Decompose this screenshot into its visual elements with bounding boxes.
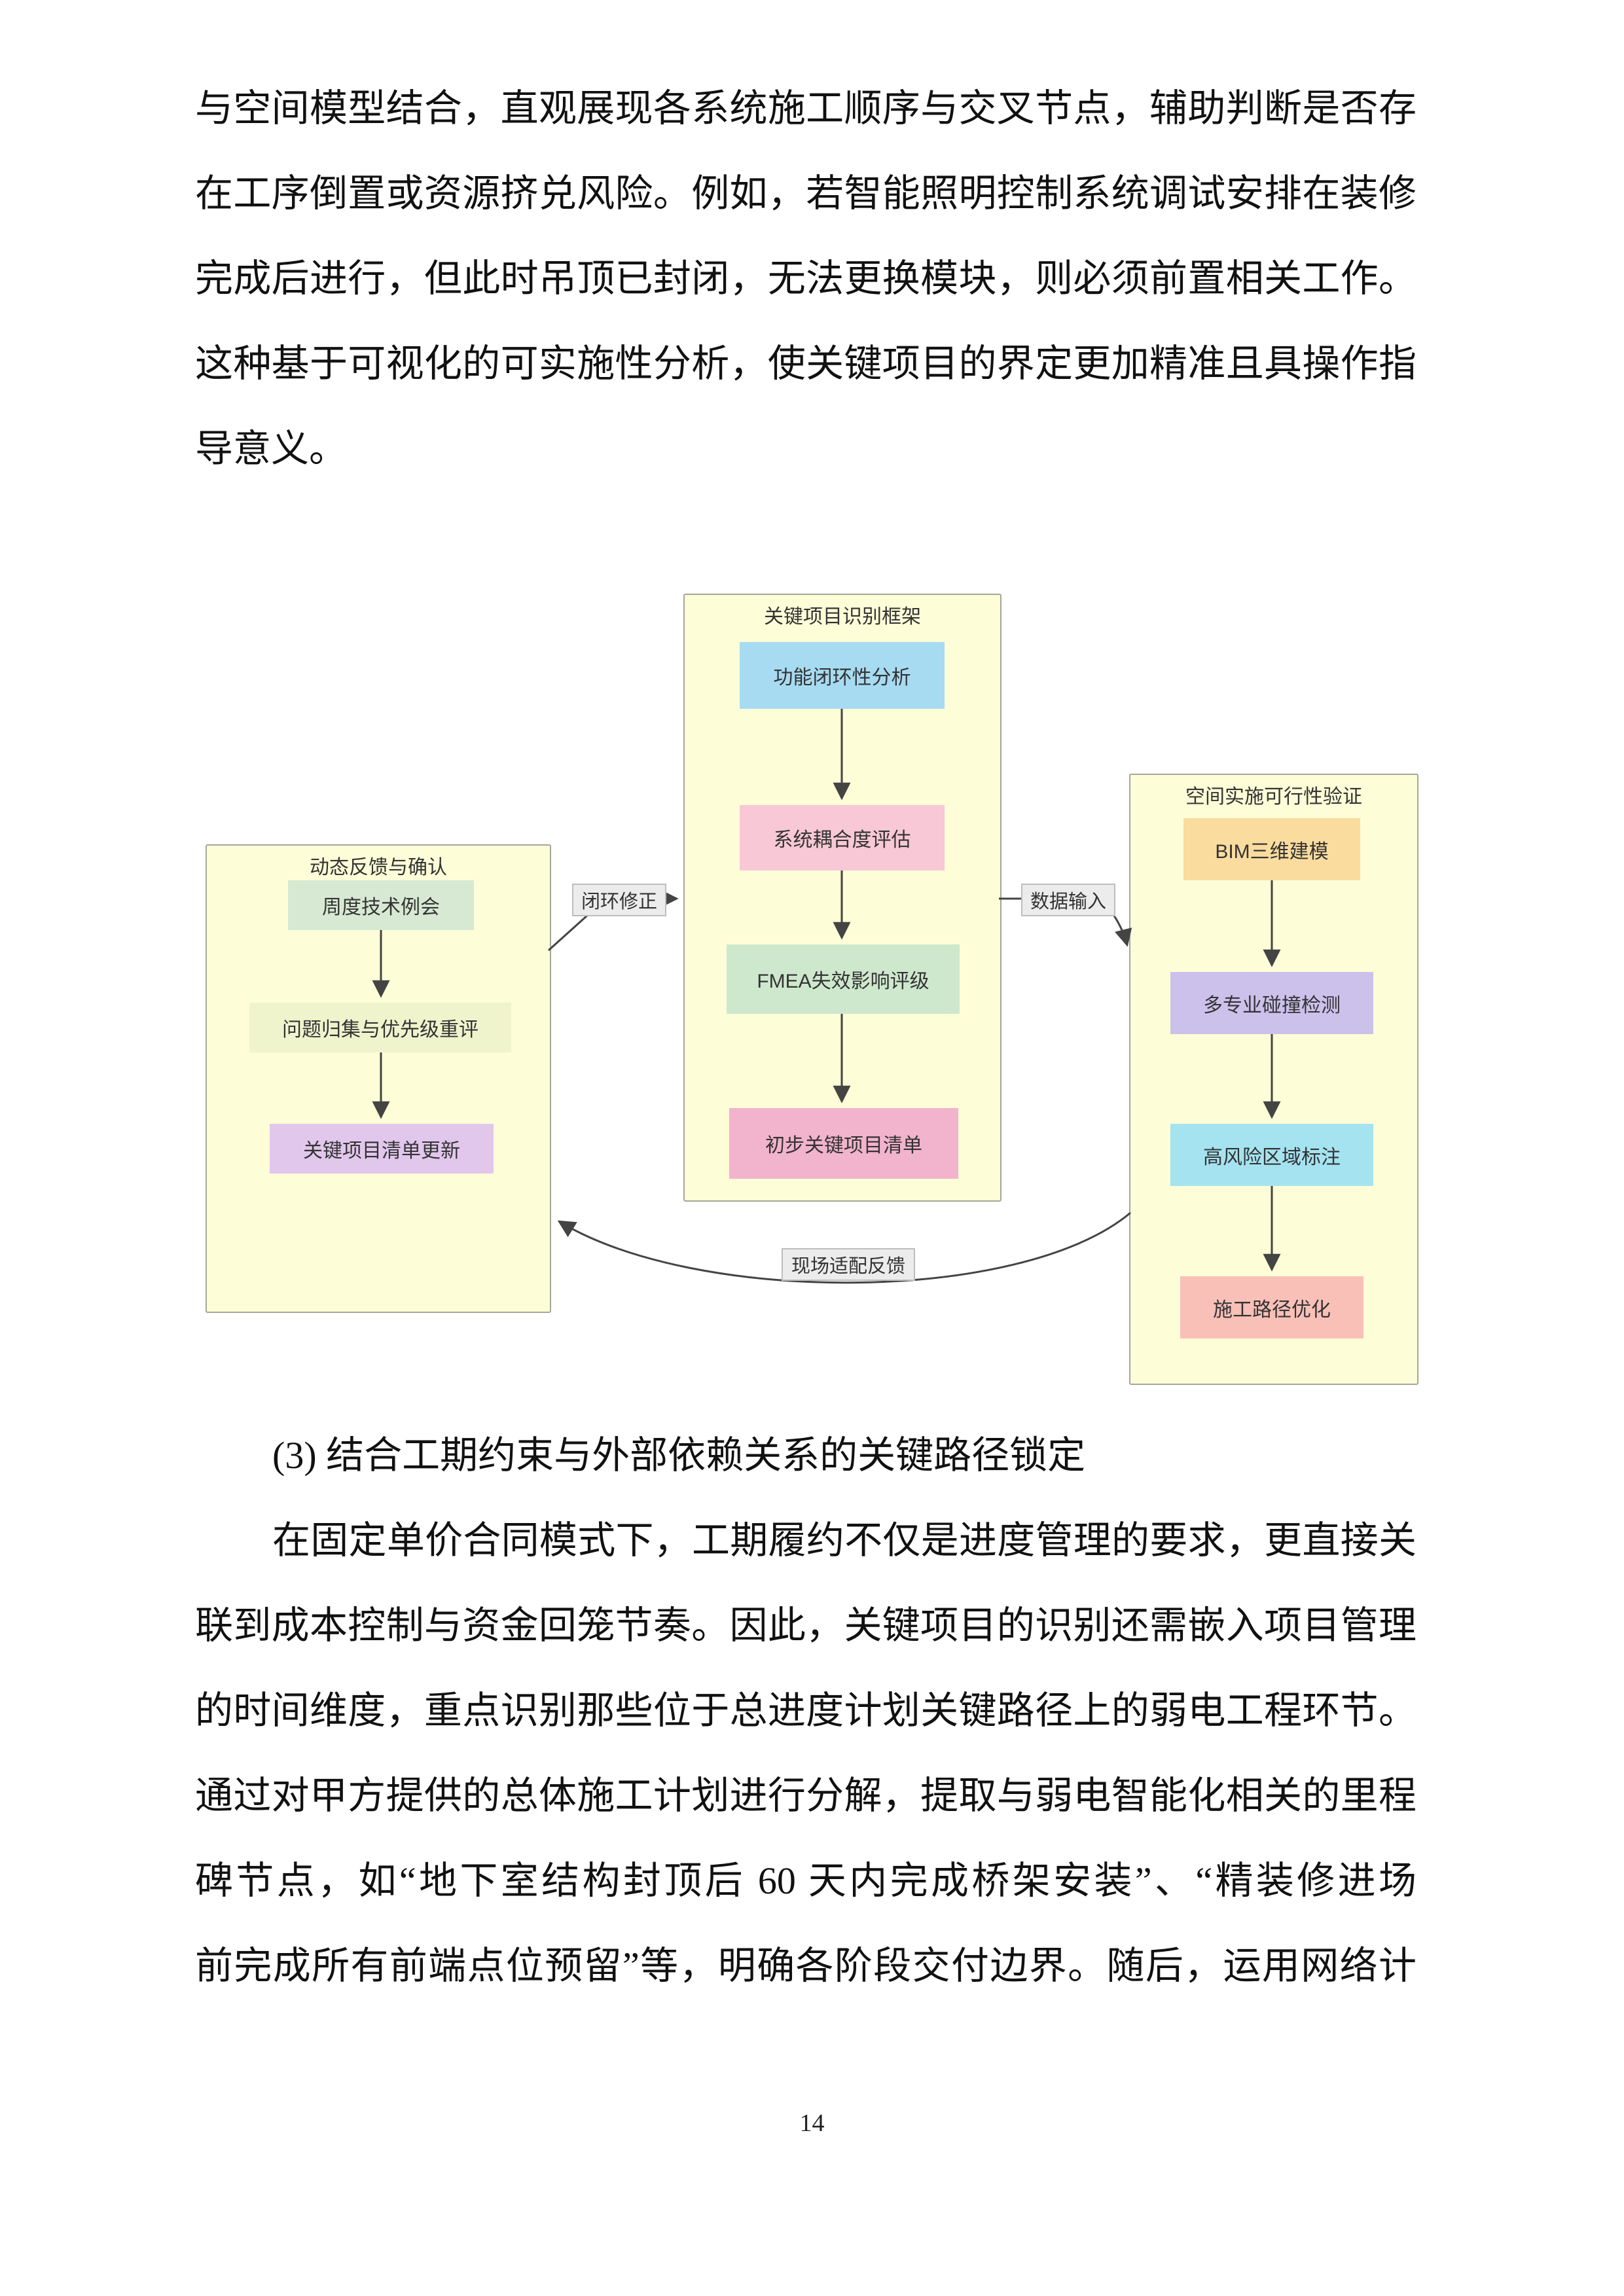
body-line: 完成后进行，但此时吊顶已封闭，无法更换模块，则必须前置相关工作。 bbox=[195, 257, 1416, 300]
group-title: 空间实施可行性验证 bbox=[1185, 786, 1362, 808]
body-line: 在固定单价合同模式下，工期履约不仅是进度管理的要求，更直接关 bbox=[272, 1519, 1416, 1562]
node-functional-loop-analysis: 功能闭环性分析 bbox=[740, 642, 945, 709]
body-line: 与空间模型结合，直观展现各系统施工顺序与交叉节点，辅助判断是否存 bbox=[195, 87, 1416, 130]
edge-label-closed-loop-correction: 闭环修正 bbox=[572, 884, 666, 916]
body-line: 碑节点，如“地下室结构封顶后 60 天内完成桥架安装”、“精装修进场 bbox=[195, 1859, 1416, 1902]
node-system-coupling-evaluation: 系统耦合度评估 bbox=[740, 805, 945, 870]
node-critical-list-update: 关键项目清单更新 bbox=[270, 1124, 494, 1174]
node-construction-path-optimization: 施工路径优化 bbox=[1180, 1276, 1363, 1338]
edge-label-site-adaptation-feedback: 现场适配反馈 bbox=[782, 1248, 915, 1281]
body-line: 这种基于可视化的可实施性分析，使关键项目的界定更加精准且具操作指 bbox=[195, 342, 1416, 385]
node-bim-modeling: BIM三维建模 bbox=[1183, 818, 1360, 880]
node-issue-collection-reprioritization: 问题归集与优先级重评 bbox=[249, 1003, 511, 1052]
group-title: 关键项目识别框架 bbox=[764, 606, 921, 628]
body-line: 前完成所有前端点位预留”等，明确各阶段交付边界。随后，运用网络计 bbox=[195, 1945, 1416, 1987]
body-line: 的时间维度，重点识别那些位于总进度计划关键路径上的弱电工程环节。 bbox=[195, 1689, 1416, 1732]
node-preliminary-critical-list: 初步关键项目清单 bbox=[729, 1108, 958, 1179]
node-fmea-rating: FMEA失效影响评级 bbox=[727, 944, 960, 1014]
body-line: 通过对甲方提供的总体施工计划进行分解，提取与弱电智能化相关的里程 bbox=[195, 1774, 1416, 1817]
node-clash-detection: 多专业碰撞检测 bbox=[1170, 972, 1373, 1034]
node-high-risk-annotation: 高风险区域标注 bbox=[1170, 1124, 1373, 1186]
edge-label-data-input: 数据输入 bbox=[1021, 884, 1115, 916]
body-line: 联到成本控制与资金回笼节奏。因此，关键项目的识别还需嵌入项目管理 bbox=[195, 1604, 1416, 1647]
section-heading: (3) 结合工期约束与外部依赖关系的关键路径锁定 bbox=[272, 1434, 1086, 1477]
page-number: 14 bbox=[799, 2109, 825, 2137]
group-title: 动态反馈与确认 bbox=[310, 857, 447, 878]
body-line: 导意义。 bbox=[195, 427, 348, 470]
node-weekly-tech-meeting: 周度技术例会 bbox=[288, 880, 474, 930]
body-line: 在工序倒置或资源挤兑风险。例如，若智能照明控制系统调试安排在装修 bbox=[195, 172, 1416, 215]
